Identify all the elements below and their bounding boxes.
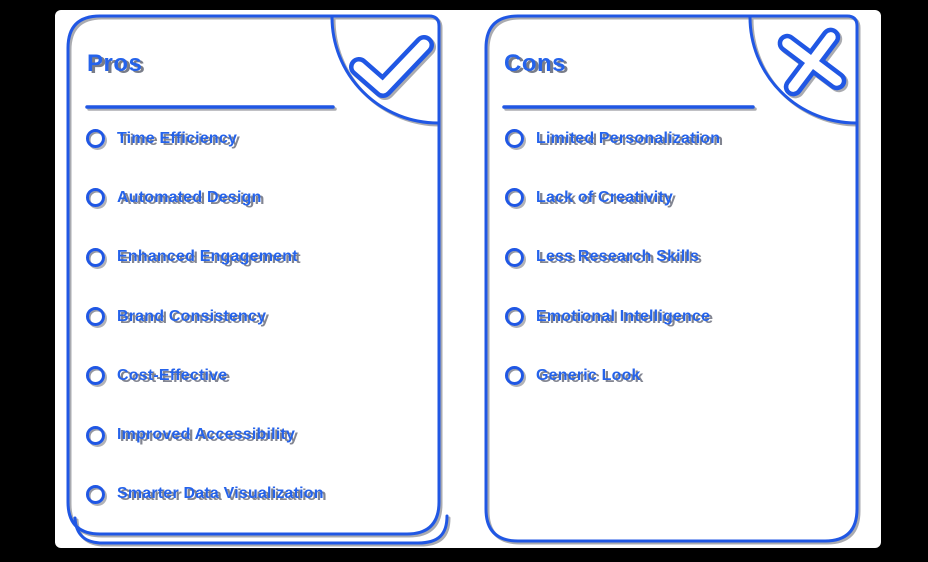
list-item: Enhanced Engagement — [86, 228, 426, 287]
x-icon — [777, 27, 847, 97]
list-item: Less Research Skills — [505, 228, 845, 287]
list-item-label: Enhanced Engagement — [117, 248, 298, 266]
list-item-label: Improved Accessibility — [117, 426, 296, 444]
pros-card-title: Pros — [87, 50, 143, 77]
cons-card-outline — [484, 14, 859, 543]
list-item-label: Smarter Data Visualization — [117, 485, 324, 503]
list-item: Lack of Creativity — [505, 168, 845, 227]
circle-bullet-icon — [505, 129, 524, 149]
list-item: Cost-Effective — [86, 346, 426, 405]
pros-card-outline — [66, 14, 441, 536]
cons-card-title: Cons — [504, 50, 566, 77]
circle-bullet-icon — [505, 307, 524, 327]
list-item-label: Limited Personalization — [536, 129, 721, 147]
list-item-label: Cost-Effective — [117, 366, 228, 384]
circle-bullet-icon — [505, 188, 524, 208]
check-icon — [349, 35, 434, 98]
circle-bullet-icon — [505, 247, 524, 267]
circle-bullet-icon — [86, 425, 105, 445]
list-item: Emotional Intelligence — [505, 287, 845, 346]
list-item-label: Generic Look — [536, 366, 641, 384]
circle-bullet-icon — [86, 188, 105, 208]
list-item-label: Brand Consistency — [117, 307, 267, 325]
circle-bullet-icon — [86, 484, 105, 504]
list-item: Limited Personalization — [505, 109, 845, 168]
circle-bullet-icon — [86, 247, 105, 267]
circle-bullet-icon — [505, 366, 524, 386]
list-item: Generic Look — [505, 346, 845, 405]
list-item-label: Less Research Skills — [536, 248, 700, 266]
list-item-label: Lack of Creativity — [536, 188, 673, 206]
list-item: Smarter Data Visualization — [86, 465, 426, 524]
cons-corner-fold-arc — [748, 16, 857, 125]
list-item: Improved Accessibility — [86, 405, 426, 464]
list-item-label: Emotional Intelligence — [536, 307, 711, 325]
circle-bullet-icon — [86, 366, 105, 386]
list-item: Time Efficiency — [86, 109, 426, 168]
pros-card-offset-line — [73, 514, 449, 545]
list-item-label: Time Efficiency — [117, 129, 238, 147]
canvas-background — [55, 10, 881, 548]
list-item: Brand Consistency — [86, 287, 426, 346]
list-item-label: Automated Design — [117, 188, 262, 206]
pros-corner-fold-arc — [330, 16, 439, 125]
list-item: Automated Design — [86, 168, 426, 227]
circle-bullet-icon — [86, 307, 105, 327]
circle-bullet-icon — [86, 129, 105, 149]
